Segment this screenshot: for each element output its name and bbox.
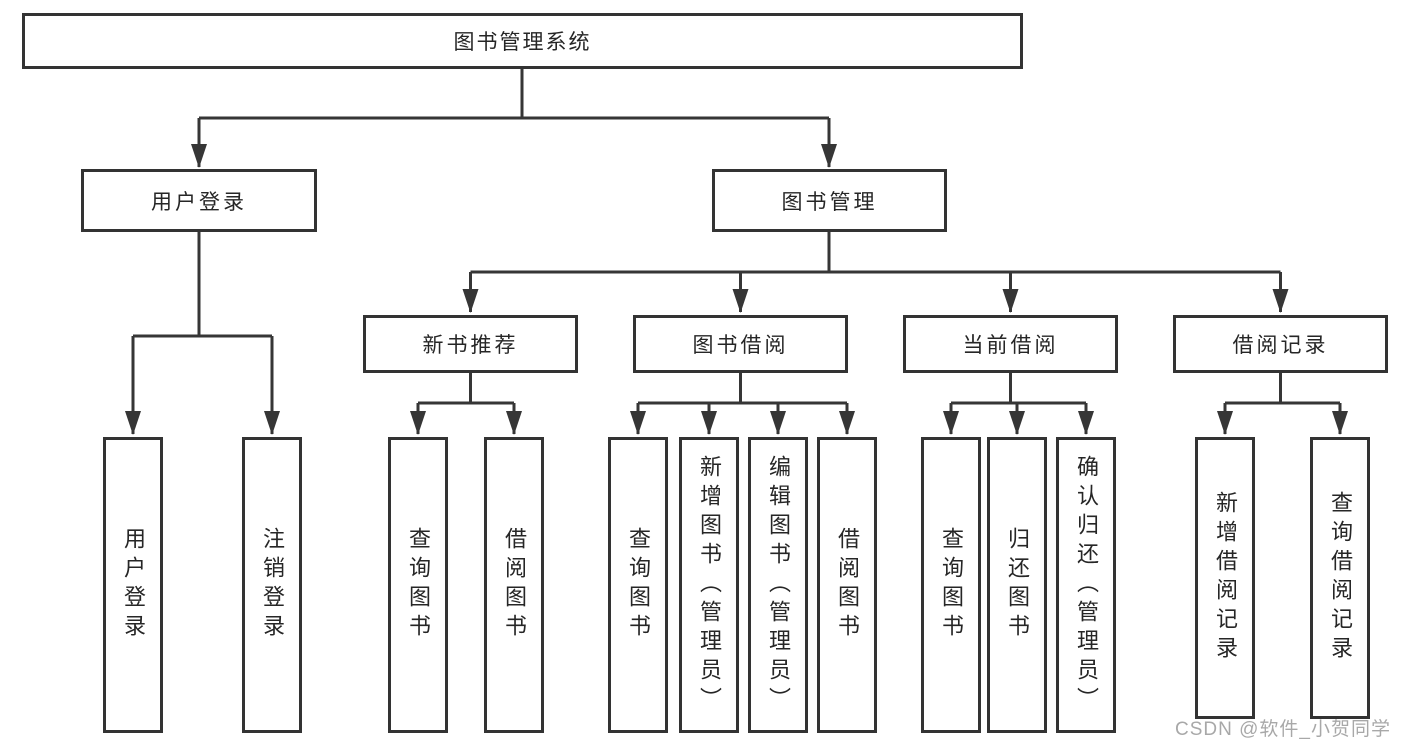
node-label: 归还图书 (1005, 527, 1030, 643)
leaf-recommend-query-book: 查询图书 (388, 437, 448, 733)
leaf-add-borrow-record: 新增借阅记录 (1195, 437, 1255, 719)
node-current-borrow: 当前借阅 (903, 315, 1118, 373)
node-book-borrow: 图书借阅 (633, 315, 848, 373)
leaf-add-book-admin: 新增图书（管理员） (679, 437, 739, 733)
node-new-book-recommend: 新书推荐 (363, 315, 578, 373)
leaf-borrow-book: 借阅图书 (817, 437, 877, 733)
node-label: 当前借阅 (962, 334, 1059, 357)
node-label: 图书管理系统 (453, 31, 592, 54)
leaf-recommend-borrow-book: 借阅图书 (484, 437, 544, 733)
node-label: 用户登录 (151, 190, 247, 214)
leaf-confirm-return-admin: 确认归还（管理员） (1056, 437, 1116, 733)
leaf-return-book: 归还图书 (987, 437, 1047, 733)
node-book-management: 图书管理 (712, 169, 947, 232)
leaf-user-login: 用户登录 (103, 437, 163, 733)
node-borrow-record: 借阅记录 (1173, 315, 1388, 373)
node-user-login: 用户登录 (81, 169, 317, 232)
csdn-watermark: CSDN @软件_小贺同学 (1175, 719, 1391, 740)
node-label: 查询图书 (939, 527, 964, 643)
node-label: 借阅图书 (502, 527, 527, 643)
node-label: 借阅记录 (1232, 334, 1329, 357)
leaf-edit-book-admin: 编辑图书（管理员） (748, 437, 808, 733)
node-label: 确认归还（管理员） (1074, 454, 1099, 716)
node-label: 注销登录 (260, 527, 285, 643)
node-label: 查询图书 (626, 527, 651, 643)
node-label: 图书管理 (781, 190, 878, 214)
leaf-current-query-book: 查询图书 (921, 437, 981, 733)
leaf-query-borrow-record: 查询借阅记录 (1310, 437, 1370, 719)
node-label: 查询图书 (406, 527, 431, 643)
node-label: 编辑图书（管理员） (766, 454, 791, 716)
node-system-root: 图书管理系统 (22, 13, 1023, 69)
node-label: 借阅图书 (835, 527, 860, 643)
leaf-logout: 注销登录 (242, 437, 302, 733)
node-label: 新书推荐 (422, 334, 519, 357)
node-label: 用户登录 (121, 527, 146, 643)
node-label: 新增图书（管理员） (697, 454, 722, 716)
leaf-borrow-query-book: 查询图书 (608, 437, 668, 733)
node-label: 新增借阅记录 (1213, 491, 1238, 665)
node-label: 图书借阅 (692, 334, 789, 357)
node-label: 查询借阅记录 (1328, 491, 1353, 665)
